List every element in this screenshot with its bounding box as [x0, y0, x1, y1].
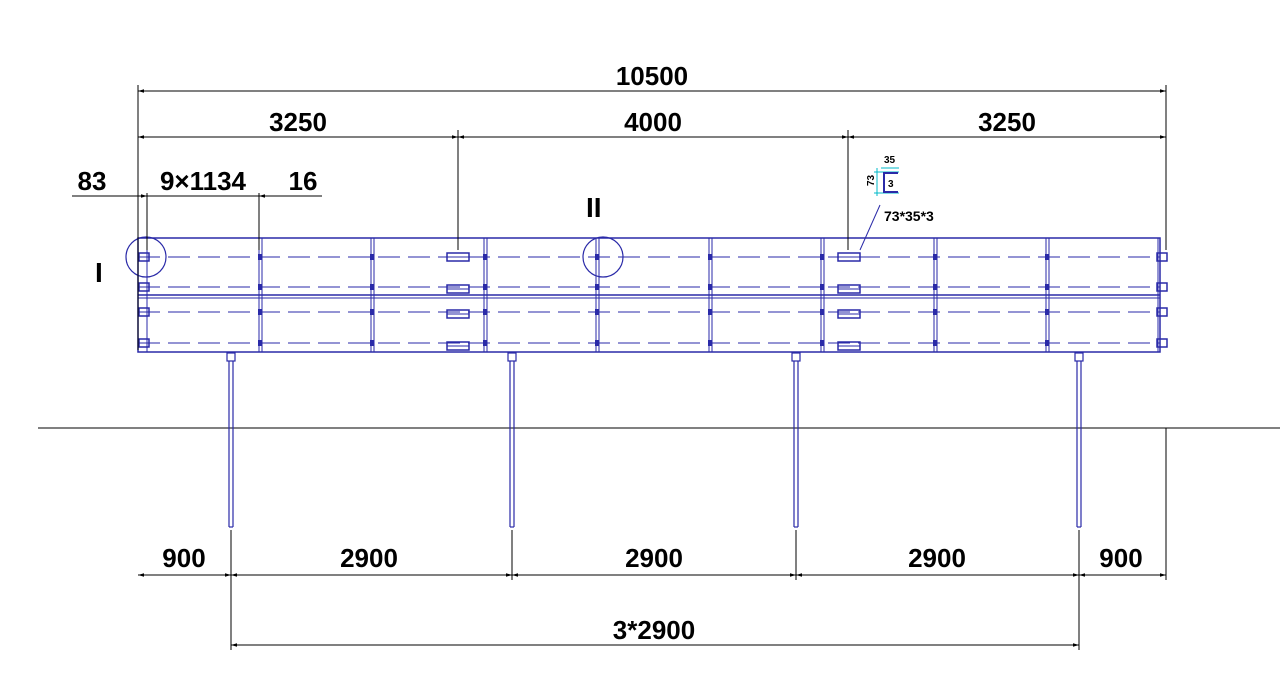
end-clamp-left — [138, 282, 150, 292]
clamp — [595, 340, 599, 346]
end-clamp-right — [1156, 282, 1168, 292]
clamp — [933, 309, 937, 315]
end-clamp-left — [138, 307, 150, 317]
detail-circle-2 — [582, 236, 624, 278]
end-clamp-right — [1156, 252, 1168, 262]
dim-modules: 9×1134 — [160, 166, 247, 196]
clamp — [258, 254, 262, 260]
end-clamp-right — [1156, 307, 1168, 317]
clamp — [1045, 309, 1049, 315]
clamp — [820, 340, 824, 346]
profile-thickness: 3 — [888, 179, 894, 190]
clamp — [370, 340, 374, 346]
dim-post-right: 900 — [1099, 543, 1142, 573]
clamp — [708, 309, 712, 315]
dim-gap: 16 — [289, 166, 318, 196]
profile-height: 73 — [866, 174, 877, 186]
dim-edge: 83 — [78, 166, 107, 196]
clamp — [370, 284, 374, 290]
post-cap — [507, 352, 517, 362]
profile-designation: 73*35*3 — [884, 208, 934, 224]
post-cap — [226, 352, 236, 362]
detail-circle-1 — [125, 236, 167, 278]
clamp — [370, 254, 374, 260]
detail-label-1: I — [95, 257, 103, 288]
post-cap — [1074, 352, 1084, 362]
clamp — [933, 284, 937, 290]
dim-left-span: 3250 — [269, 107, 327, 137]
detail-label-2: II — [586, 192, 602, 223]
clamp — [1045, 340, 1049, 346]
clamp — [820, 284, 824, 290]
clamp — [933, 340, 937, 346]
clamp — [595, 284, 599, 290]
clamp — [258, 309, 262, 315]
clamp — [708, 254, 712, 260]
dim-right-span: 3250 — [978, 107, 1036, 137]
end-clamp-left — [138, 252, 150, 262]
support-posts — [226, 352, 1084, 528]
post-cap — [791, 352, 801, 362]
clamp — [820, 309, 824, 315]
profile-width: 35 — [884, 155, 896, 166]
end-clamp-left — [138, 338, 150, 348]
clamp — [933, 254, 937, 260]
clamp — [595, 309, 599, 315]
clamp — [708, 284, 712, 290]
dim-mid-span: 4000 — [624, 107, 682, 137]
profile-section — [859, 167, 899, 251]
dim-post-span-1: 2900 — [340, 543, 398, 573]
clamp — [370, 309, 374, 315]
end-clamp-right — [1156, 338, 1168, 348]
bottom-dimensions — [138, 428, 1167, 650]
dim-post-left: 900 — [162, 543, 205, 573]
clamp — [595, 254, 599, 260]
clamp — [708, 340, 712, 346]
dim-total: 10500 — [616, 61, 688, 91]
clamp — [1045, 254, 1049, 260]
panel-array — [137, 237, 1168, 353]
clamp — [483, 309, 487, 315]
clamp — [820, 254, 824, 260]
clamp — [258, 284, 262, 290]
top-dimensions — [72, 85, 1167, 350]
dim-post-span-3: 2900 — [908, 543, 966, 573]
clamp — [258, 340, 262, 346]
clamp — [483, 284, 487, 290]
dim-post-total: 3*2900 — [613, 615, 695, 645]
dim-post-span-2: 2900 — [625, 543, 683, 573]
clamp — [483, 254, 487, 260]
clamp — [483, 340, 487, 346]
clamp — [1045, 284, 1049, 290]
